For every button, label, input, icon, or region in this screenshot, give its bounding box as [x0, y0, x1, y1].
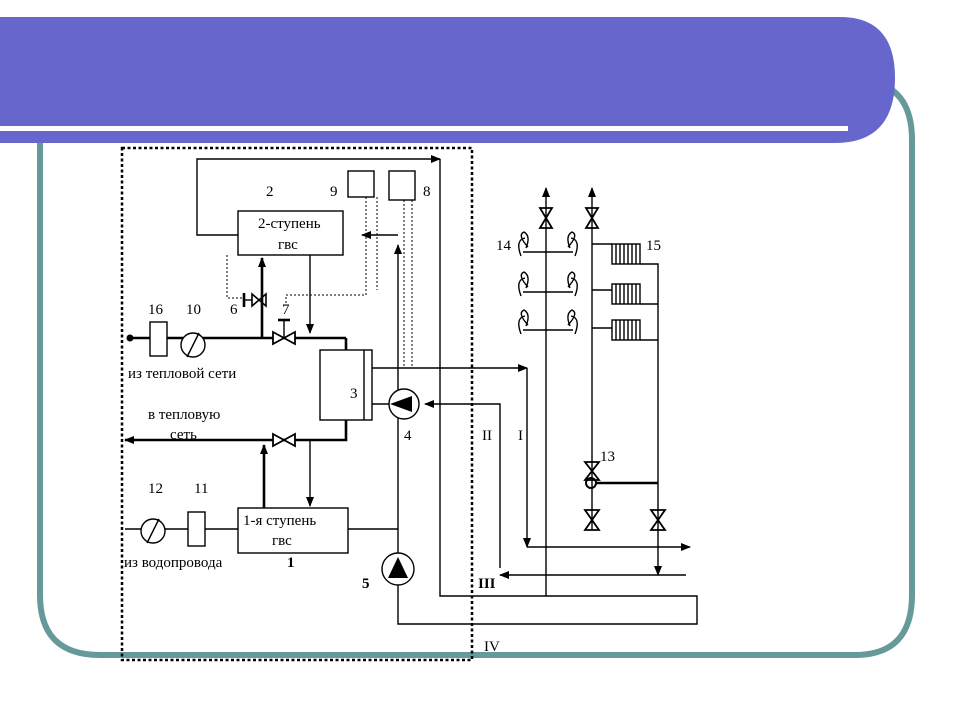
radiator-icon	[611, 243, 641, 265]
label-11: 11	[194, 481, 208, 497]
label-7: 7	[282, 302, 290, 318]
stage1-title: 1-я ступень	[243, 513, 316, 529]
valve-icon	[583, 461, 658, 489]
device-8	[388, 170, 416, 201]
label-12: 12	[148, 481, 163, 497]
stage2-subtitle: гвс	[278, 237, 298, 253]
radiator-icon	[611, 319, 641, 341]
towel-dryer-icon	[518, 271, 578, 297]
label-I: I	[518, 428, 523, 444]
circulation-loop-IV	[397, 159, 698, 625]
towel-dryer-icon	[518, 231, 578, 257]
label-2: 2	[266, 184, 274, 200]
heat-network-return	[124, 420, 348, 444]
label-15: 15	[646, 238, 661, 254]
impulse-line-9	[285, 197, 367, 305]
label-1: 1	[287, 555, 295, 571]
label-9: 9	[330, 184, 338, 200]
valve-icon	[649, 509, 667, 531]
radiator-return-riser	[640, 263, 662, 576]
device-9	[347, 170, 375, 198]
label-6: 6	[230, 302, 238, 318]
label-IV: IV	[484, 639, 500, 655]
valve-icon	[538, 207, 554, 229]
label-8: 8	[423, 184, 431, 200]
valve-icon	[584, 207, 600, 229]
valve-icon	[242, 292, 267, 308]
towel-dryer-icon	[518, 309, 578, 335]
label-III: III	[478, 576, 496, 592]
valve-icon	[272, 318, 296, 346]
valve-icon	[272, 432, 296, 448]
stage1-heater	[237, 507, 349, 554]
label-3: 3	[350, 386, 358, 402]
slide-frame	[37, 77, 915, 658]
flowmeter-icon	[149, 321, 168, 357]
gauge-needle	[146, 518, 160, 544]
label-16: 16	[148, 302, 164, 318]
top-supply-line	[196, 155, 441, 236]
to-heat-network-label: в тепловую	[148, 407, 220, 423]
gauge-needle	[186, 332, 200, 358]
heating-return-II	[424, 400, 501, 568]
label-10: 10	[186, 302, 201, 318]
from-water-supply-label: из водопровода	[124, 555, 223, 571]
pump-5-triangle	[388, 557, 408, 578]
label-13: 13	[600, 449, 615, 465]
stage2-title: 2-ступень	[258, 216, 321, 232]
label-5: 5	[362, 576, 370, 592]
flowmeter-icon	[187, 511, 206, 547]
header-bar	[0, 17, 895, 143]
from-heat-network-label: из тепловой сети	[128, 366, 236, 382]
stage1-subtitle: гвс	[272, 533, 292, 549]
label-14: 14	[496, 238, 512, 254]
stage2-heater	[237, 210, 344, 256]
label-4: 4	[404, 428, 412, 444]
valve-icon	[583, 509, 601, 531]
impulse-line-6	[226, 255, 245, 299]
to-heat-network-label-2: сеть	[170, 427, 197, 443]
pump-4-triangle	[390, 396, 412, 412]
supply-inlet-dot	[126, 334, 134, 342]
label-II: II	[482, 428, 492, 444]
radiator-icon	[611, 283, 641, 305]
